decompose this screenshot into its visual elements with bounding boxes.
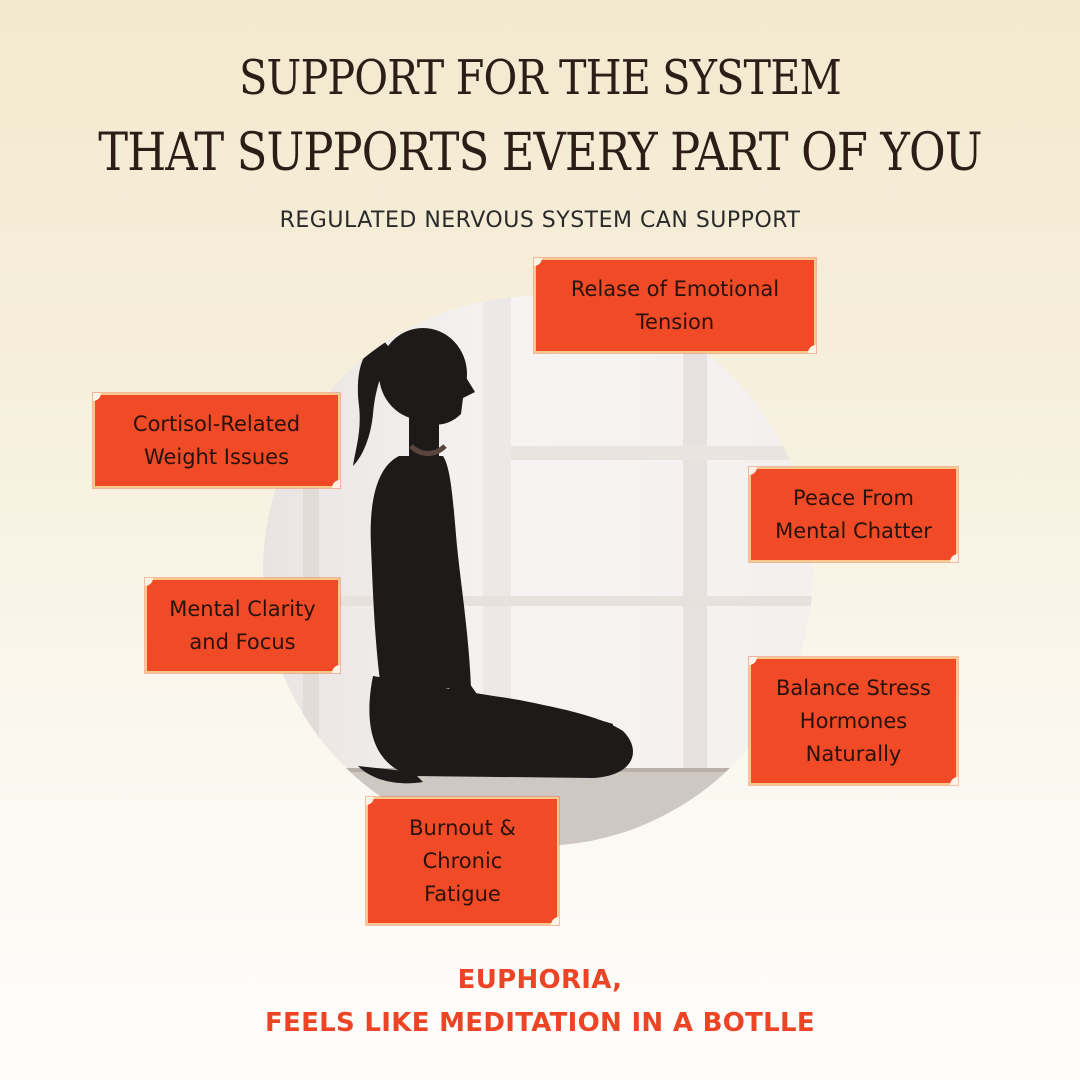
benefit-label: Balance Stress Hormones Naturally	[776, 675, 931, 766]
benefit-stress-hormones: Balance Stress Hormones Naturally	[749, 657, 958, 785]
benefit-label: Cortisol-Related Weight Issues	[132, 411, 301, 469]
benefit-label: Burnout & Chronic Fatigue	[409, 815, 516, 906]
benefit-label: Relase of Emotional Tension	[570, 276, 780, 334]
meditation-photo	[263, 296, 813, 846]
footer-tagline: FEELS LIKE MEDITATION IN A BOTLLE	[265, 1008, 815, 1038]
benefit-label: Peace From Mental Chatter	[775, 485, 932, 543]
subtitle: REGULATED NERVOUS SYSTEM CAN SUPPORT	[279, 208, 801, 233]
benefit-cortisol-weight: Cortisol-Related Weight Issues	[93, 393, 340, 488]
benefit-burnout-fatigue: Burnout & Chronic Fatigue	[366, 797, 559, 925]
benefit-emotional-tension: Relase of Emotional Tension	[534, 258, 816, 353]
headline-line-1: SUPPORT FOR THE SYSTEM	[239, 50, 842, 106]
meditating-woman-silhouette	[263, 296, 813, 846]
benefit-label: Mental Clarity and Focus	[169, 596, 316, 654]
benefit-mental-clarity: Mental Clarity and Focus	[145, 578, 340, 673]
headline-line-2: THAT SUPPORTS EVERY PART OF YOU	[98, 123, 982, 183]
footer-brand: EUPHORIA,	[457, 965, 623, 995]
benefit-mental-chatter: Peace From Mental Chatter	[749, 467, 958, 562]
